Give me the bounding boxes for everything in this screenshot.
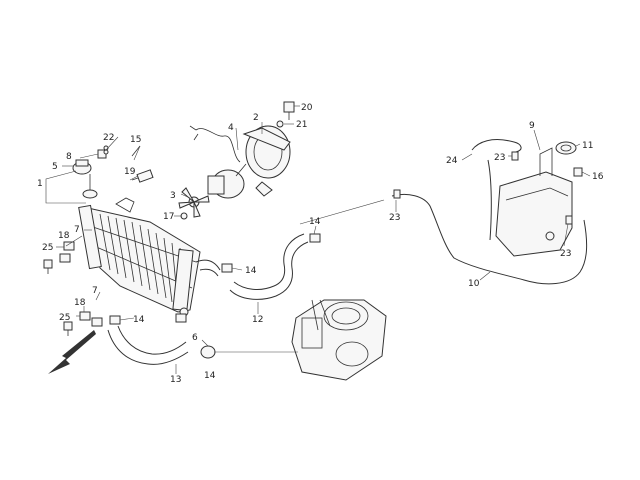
clip-23-mid [511, 151, 519, 161]
clamp-14-upper-mid [221, 263, 233, 273]
grommet-18-lower [79, 311, 103, 327]
callout-14-upper-right: 14 [309, 217, 321, 227]
bolt-22 [103, 149, 109, 155]
clamp-14-upper-right [309, 233, 321, 243]
callout-20: 20 [301, 103, 313, 113]
clip-23-left [393, 189, 401, 199]
callout-25-lower: 25 [59, 313, 70, 323]
callout-14-lower-right: 14 [204, 371, 216, 381]
callout-2: 2 [253, 113, 259, 123]
bolt-25-lower [63, 321, 73, 336]
hose-left-upper [195, 259, 221, 277]
callout-18-upper: 18 [58, 231, 70, 241]
callout-16: 16 [592, 172, 604, 182]
callout-19: 19 [124, 167, 136, 177]
callout-6: 6 [192, 333, 198, 343]
callout-7-upper: 7 [74, 225, 80, 235]
callout-23-mid: 23 [494, 153, 505, 163]
callout-23-right: 23 [560, 249, 571, 259]
callout-5: 5 [52, 162, 58, 172]
reservoir-cap-11 [555, 141, 577, 155]
fan-motor [207, 163, 247, 199]
callout-4: 4 [228, 123, 234, 133]
fan-blade [178, 187, 210, 218]
callout-25-upper: 25 [42, 243, 53, 253]
overflow-hose-24 [471, 139, 522, 241]
callout-11: 11 [582, 141, 593, 151]
callout-10: 10 [468, 279, 480, 289]
callout-8: 8 [66, 152, 72, 162]
clamp-radiator-bottom [175, 313, 187, 323]
clamp-14-lower-left [109, 315, 121, 325]
breather-line [299, 199, 385, 225]
sensor-lead-4 [195, 128, 241, 163]
hose-13 [107, 325, 189, 365]
clip-23-right [565, 215, 573, 225]
hose-12 [229, 233, 309, 300]
callout-7-lower: 7 [92, 286, 98, 296]
bolt-16 [573, 167, 583, 177]
callout-labels: 1 2 3 4 5 6 7 7 8 9 10 11 12 13 14 14 14… [37, 103, 604, 385]
grommet-18-upper [59, 241, 75, 263]
callout-9: 9 [529, 121, 535, 131]
callout-18-lower: 18 [74, 298, 86, 308]
callout-3: 3 [170, 191, 176, 201]
bolt-25-upper [43, 259, 53, 274]
callout-14-upper-mid: 14 [245, 266, 257, 276]
wire-15 [131, 145, 141, 157]
callout-13: 13 [170, 375, 181, 385]
bleed-bolt-20 [283, 101, 295, 120]
overflow-hose-10 [391, 193, 588, 285]
front-direction-arrow-icon [48, 330, 96, 374]
reservoir-tank [495, 147, 573, 257]
engine-water-pump [291, 299, 387, 381]
callout-14-lower-left: 14 [133, 315, 145, 325]
callout-15: 15 [130, 135, 141, 145]
leader-lines [45, 105, 591, 374]
washer-21 [276, 120, 284, 128]
callout-21: 21 [296, 120, 307, 130]
callout-17: 17 [163, 212, 174, 222]
callout-23-left: 23 [389, 213, 400, 223]
callout-1: 1 [37, 179, 43, 189]
callout-22: 22 [103, 133, 114, 143]
clamp-14-lower-right [200, 345, 216, 359]
callout-12: 12 [252, 315, 263, 325]
callout-24: 24 [446, 156, 458, 166]
thermostat-housing [242, 125, 291, 197]
thermo-switch-19 [131, 169, 154, 183]
radiator-cap [72, 159, 98, 199]
wire-loom [189, 125, 199, 141]
